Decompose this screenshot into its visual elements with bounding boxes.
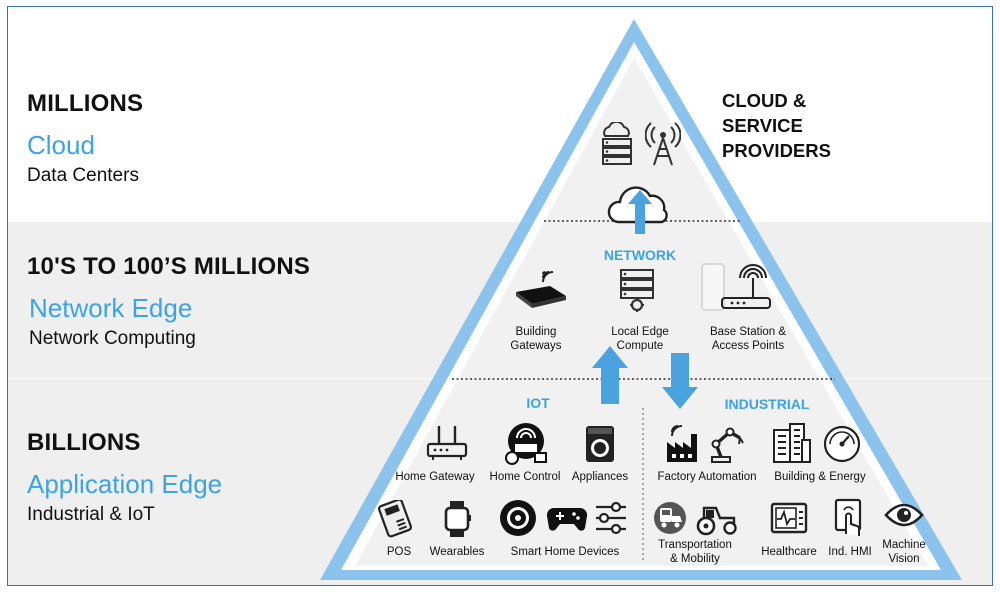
caption-line: CLOUD &: [722, 90, 807, 111]
home-gateway-label: Home Gateway: [395, 471, 475, 483]
machine-vision-label: Machine Vision: [872, 538, 936, 566]
game-controller-icon: [546, 507, 588, 531]
cloud-caption: CLOUD & SERVICE PROVIDERS: [722, 88, 831, 163]
server-cloud-icon: [602, 122, 632, 165]
transportation-label: Transportation & Mobility: [650, 538, 740, 566]
factory-automation-label: Factory Automation: [657, 471, 757, 483]
tier-app: BILLIONS Application Edge Industrial & I…: [27, 429, 222, 526]
local-edge-label: Local Edge Compute: [590, 325, 690, 353]
energy-gauge-icon: [823, 425, 861, 463]
pos-terminal-icon: [377, 500, 413, 538]
tier-subtitle: Network Computing: [29, 328, 196, 349]
building-gateways-label: Building Gateways: [486, 325, 586, 353]
caption-line: SERVICE: [722, 115, 803, 136]
router-icon: [516, 271, 566, 308]
base-station-router-icon: [701, 263, 771, 311]
transportation-icon: [654, 502, 686, 534]
factory-icon: [667, 425, 697, 462]
home-control-icon: [505, 423, 547, 465]
label-line: Local Edge: [611, 326, 669, 338]
label-line: & Mobility: [670, 553, 720, 565]
caption-line: PROVIDERS: [722, 140, 831, 161]
tier-subtitle: Industrial & IoT: [27, 504, 155, 525]
smart-home-label: Smart Home Devices: [510, 546, 620, 558]
pyramid-fill: [355, 58, 928, 566]
down-arrow-icon: [662, 353, 698, 409]
antenna-tower-icon: [645, 122, 681, 166]
tier-subtitle: Data Centers: [27, 165, 139, 186]
tier-cloud: MILLIONS Cloud Data Centers: [27, 90, 143, 187]
tier-name: Network Edge: [29, 293, 193, 323]
touch-hmi-icon: [834, 498, 862, 536]
building-energy-label: Building & Energy: [774, 471, 866, 483]
tier-heading: MILLIONS: [27, 90, 144, 117]
washing-machine-icon: [586, 426, 614, 462]
appliances-label: Appliances: [571, 471, 629, 483]
label-line: Building: [515, 326, 557, 338]
ind-hmi-label: Ind. HMI: [828, 546, 872, 558]
network-section-label: NETWORK: [603, 247, 677, 263]
tier-name: Cloud: [27, 130, 95, 160]
buildings-icon: [773, 423, 811, 463]
label-line: Machine: [882, 539, 926, 551]
sliders-settings-icon: [596, 501, 626, 535]
up-arrow-icon: [592, 346, 628, 404]
base-station-label: Base Station & Access Points: [696, 325, 800, 353]
wearables-label: Wearables: [429, 546, 485, 558]
home-control-label: Home Control: [489, 471, 561, 483]
robot-arm-icon: [711, 427, 744, 463]
label-line: Access Points: [711, 340, 785, 352]
healthcare-monitor-icon: [770, 502, 808, 534]
tier-heading: 10'S TO 100’S MILLIONS: [27, 253, 311, 280]
eye-icon: [884, 503, 924, 527]
label-line: Transportation: [658, 539, 732, 551]
edge-server-gear-icon: [620, 269, 654, 312]
label-line: Base Station &: [709, 326, 787, 338]
tier-name: Application Edge: [27, 469, 223, 499]
cloud-upload-icon: [607, 186, 668, 234]
smart-speaker-icon: [500, 500, 536, 536]
industrial-section-label: INDUSTRIAL: [724, 396, 810, 412]
iot-section-label: IOT: [526, 395, 550, 411]
healthcare-label: Healthcare: [761, 546, 817, 558]
smartwatch-icon: [444, 501, 471, 537]
label-line: Gateways: [510, 340, 562, 352]
tractor-icon: [696, 506, 737, 536]
pos-label: POS: [386, 546, 412, 558]
tier-heading: BILLIONS: [27, 429, 141, 456]
label-line: Compute: [616, 340, 664, 352]
label-line: Vision: [888, 553, 920, 565]
tier-network: 10'S TO 100’S MILLIONS Network Edge Netw…: [27, 253, 310, 350]
home-gateway-icon: [426, 426, 468, 460]
